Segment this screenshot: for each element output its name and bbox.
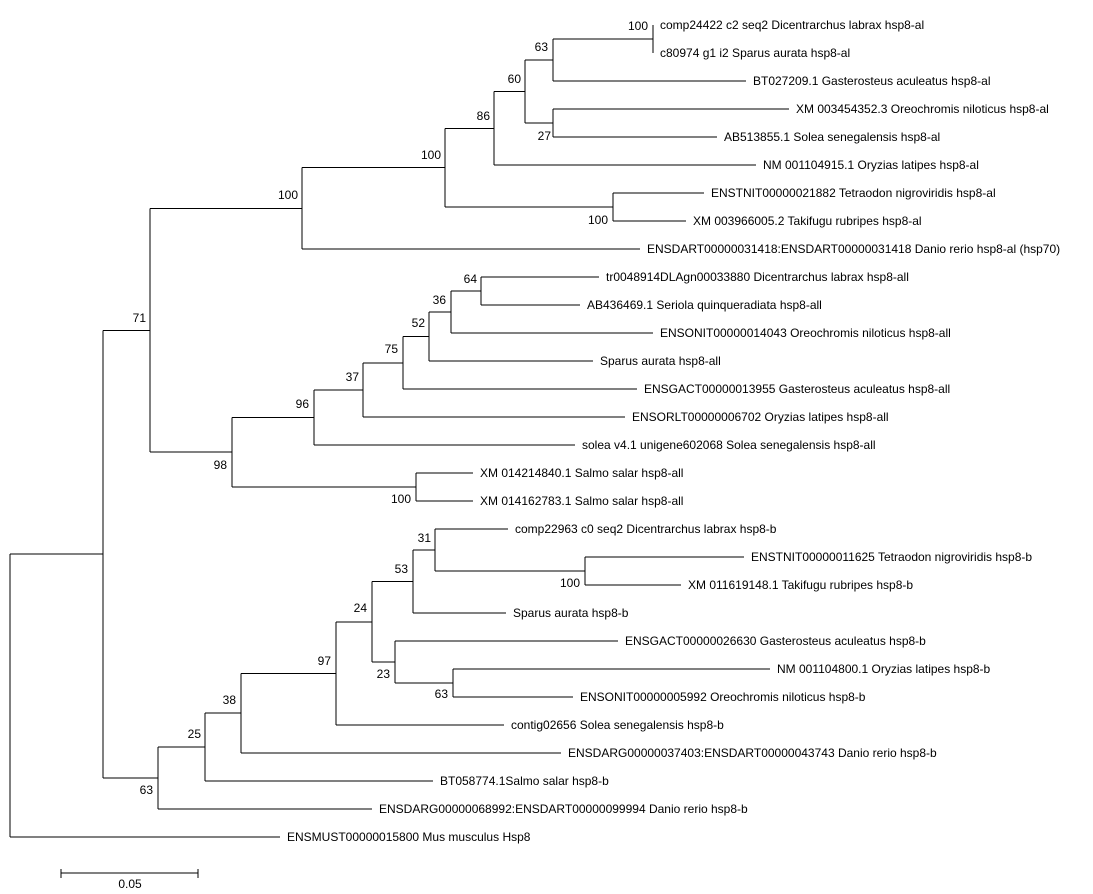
leaf-label: BT027209.1 Gasterosteus aculeatus hsp8-a… [753,74,990,88]
leaf-label: XM 003454352.3 Oreochromis niloticus hsp… [796,102,1049,116]
leaf-label: tr0048914DLAgn00033880 Dicentrarchus lab… [606,270,909,284]
leaf-label: ENSTNIT00000021882 Tetraodon nigroviridi… [711,186,996,200]
leaf-label: ENSDART00000031418:ENSDART00000031418 Da… [647,242,1060,256]
bootstrap-value: 31 [418,531,432,545]
leaf-label: ENSTNIT00000011625 Tetraodon nigroviridi… [751,550,1032,564]
bootstrap-value: 64 [464,272,478,286]
leaf-label: ENSDARG00000037403:ENSDART00000043743 Da… [568,746,937,760]
bootstrap-labels: 100 63 27 60 86 100 100 100 64 36 52 75 37 96 100 98 71 1… [133,19,649,797]
leaf-label: XM 003966005.2 Takifugu rubripes hsp8-al [693,214,922,228]
bootstrap-value: 52 [412,316,426,330]
leaf-label: NM 001104800.1 Oryzias latipes hsp8-b [777,662,991,676]
bootstrap-value: 97 [318,654,332,668]
bootstrap-value: 100 [391,492,411,506]
bootstrap-value: 23 [377,667,391,681]
leaf-label: contig02656 Solea senegalensis hsp8-b [511,718,724,732]
leaf-label: ENSONIT00000014043 Oreochromis niloticus… [660,326,951,340]
bootstrap-value: 100 [588,213,608,227]
leaf-label: comp22963 c0 seq2 Dicentrarchus labrax h… [515,522,777,536]
bootstrap-value: 53 [395,562,409,576]
leaf-label: c80974 g1 i2 Sparus aurata hsp8-al [660,46,850,60]
leaf-label: AB436469.1 Seriola quinqueradiata hsp8-a… [587,298,822,312]
bootstrap-value: 100 [628,19,648,33]
bootstrap-value: 37 [346,370,360,384]
bootstrap-value: 100 [560,576,580,590]
leaf-label: solea v4.1 unigene602068 Solea senegalen… [582,438,876,452]
leaf-label: BT058774.1Salmo salar hsp8-b [440,774,609,788]
bootstrap-value: 86 [477,109,491,123]
leaf-label: XM 011619148.1 Takifugu rubripes hsp8-b [688,578,913,592]
bootstrap-value: 100 [278,188,298,202]
leaf-labels: comp24422 c2 seq2 Dicentrarchus labrax h… [287,18,1060,844]
leaf-label: ENSGACT00000013955 Gasterosteus aculeatu… [644,382,950,396]
tree-branches [9,25,789,838]
leaf-label: XM 014162783.1 Salmo salar hsp8-all [480,494,683,508]
leaf-label: comp24422 c2 seq2 Dicentrarchus labrax h… [660,18,924,32]
leaf-label: Sparus aurata hsp8-b [513,606,629,620]
leaf-label: ENSORLT00000006702 Oryzias latipes hsp8-… [632,410,889,424]
bootstrap-value: 38 [223,693,237,707]
leaf-label: AB513855.1 Solea senegalensis hsp8-al [724,130,940,144]
leaf-label: Sparus aurata hsp8-all [600,354,721,368]
bootstrap-value: 25 [188,727,202,741]
bootstrap-value: 63 [535,40,549,54]
bootstrap-value: 24 [354,601,368,615]
bootstrap-value: 75 [385,342,399,356]
leaf-label: NM 001104915.1 Oryzias latipes hsp8-al [763,158,979,172]
bootstrap-value: 27 [538,129,552,143]
leaf-label: ENSDARG00000068992:ENSDART00000099994 Da… [379,802,748,816]
bootstrap-value: 36 [433,293,447,307]
leaf-label: ENSGACT00000026630 Gasterosteus aculeatu… [625,634,926,648]
scale-bar: 0.05 [60,869,199,891]
bootstrap-value: 71 [133,311,147,325]
bootstrap-value: 63 [140,783,154,797]
bootstrap-value: 96 [296,397,310,411]
bootstrap-value: 63 [435,687,449,701]
bootstrap-value: 98 [214,458,228,472]
leaf-label: XM 014214840.1 Salmo salar hsp8-all [480,466,683,480]
leaf-label: ENSMUST00000015800 Mus musculus Hsp8 [287,830,531,844]
leaf-label: ENSONIT00000005992 Oreochromis niloticus… [580,690,866,704]
scale-bar-label: 0.05 [118,877,142,891]
bootstrap-value: 60 [508,72,522,86]
bootstrap-value: 100 [421,148,441,162]
